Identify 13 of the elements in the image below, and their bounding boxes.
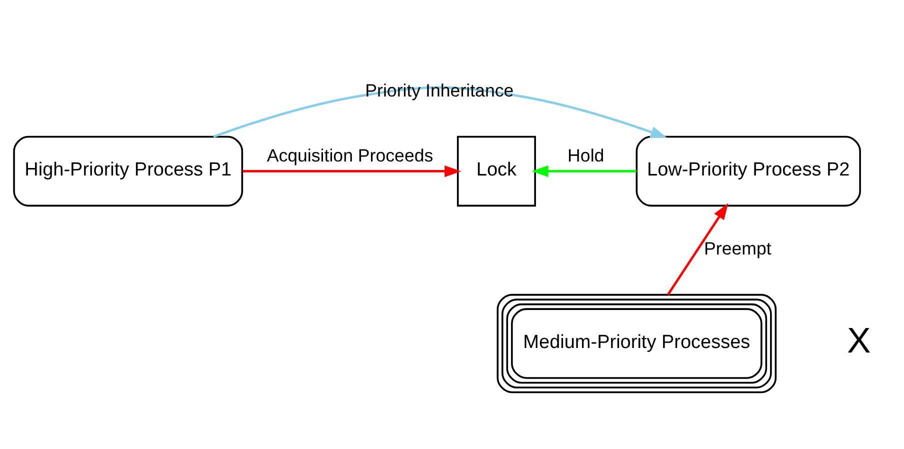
node-box: Low-Priority Process P2 xyxy=(635,135,860,206)
arrow xyxy=(531,164,636,177)
edge-label: Preempt xyxy=(704,238,771,258)
node-box: Medium-Priority Processes xyxy=(496,293,776,393)
edge-label: Priority Inheritance xyxy=(364,80,514,100)
edge-label: Acquisition Proceeds xyxy=(266,145,433,166)
arrow xyxy=(242,164,461,177)
arrow xyxy=(212,86,667,138)
node-box: Lock xyxy=(456,135,536,206)
arrow xyxy=(666,202,728,295)
node-box: High-Priority Process P1 xyxy=(12,135,243,206)
label: X xyxy=(846,320,870,360)
edge-label: Hold xyxy=(567,145,604,166)
